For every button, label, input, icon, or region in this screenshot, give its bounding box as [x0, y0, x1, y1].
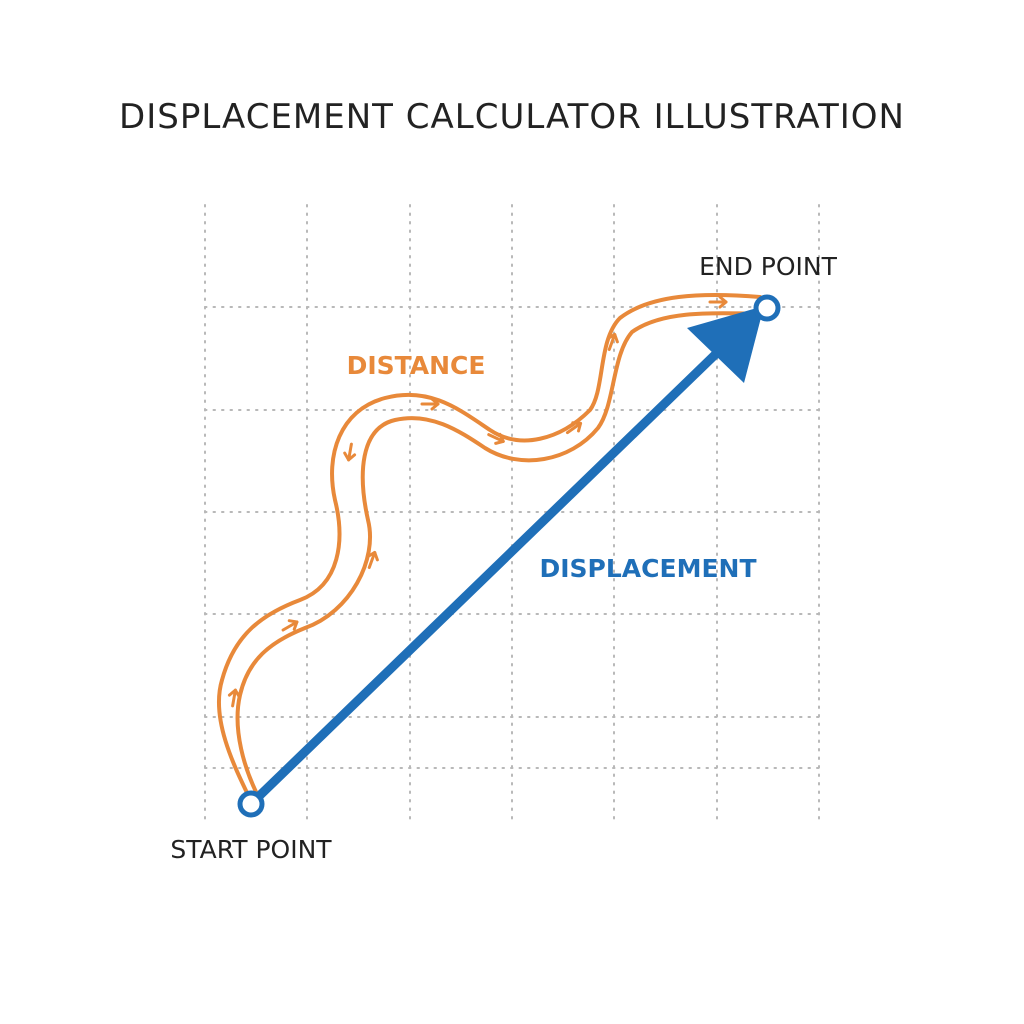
- displacement-arrow-shaft: [247, 343, 727, 808]
- distance-arrow-icon: [366, 550, 379, 570]
- diagram-title: DISPLACEMENT CALCULATOR ILLUSTRATION: [119, 97, 905, 137]
- start-point-marker: [237, 790, 265, 818]
- displacement-arrowhead: [687, 306, 764, 383]
- distance-path: [216, 292, 762, 805]
- distance-label: DISTANCE: [347, 351, 486, 380]
- end-point-marker: [753, 294, 781, 322]
- end-point-label: END POINT: [699, 252, 838, 281]
- distance-track-outer: [216, 292, 762, 805]
- distance-arrow-icon: [606, 332, 619, 352]
- distance-arrow-icon: [227, 688, 241, 708]
- distance-arrow-icon: [281, 619, 299, 632]
- displacement-label: DISPLACEMENT: [539, 554, 756, 583]
- distance-arrow-icon: [343, 442, 357, 462]
- distance-arrow-icon: [420, 397, 440, 411]
- distance-arrow-icon: [487, 432, 505, 445]
- displacement-arrow: [247, 306, 764, 808]
- distance-direction-arrows: [227, 295, 728, 708]
- distance-track-inner: [235, 311, 762, 798]
- start-point-label: START POINT: [170, 835, 332, 864]
- dotted-grid: [204, 204, 820, 821]
- distance-arrow-icon: [565, 421, 583, 435]
- distance-arrow-icon: [708, 295, 728, 309]
